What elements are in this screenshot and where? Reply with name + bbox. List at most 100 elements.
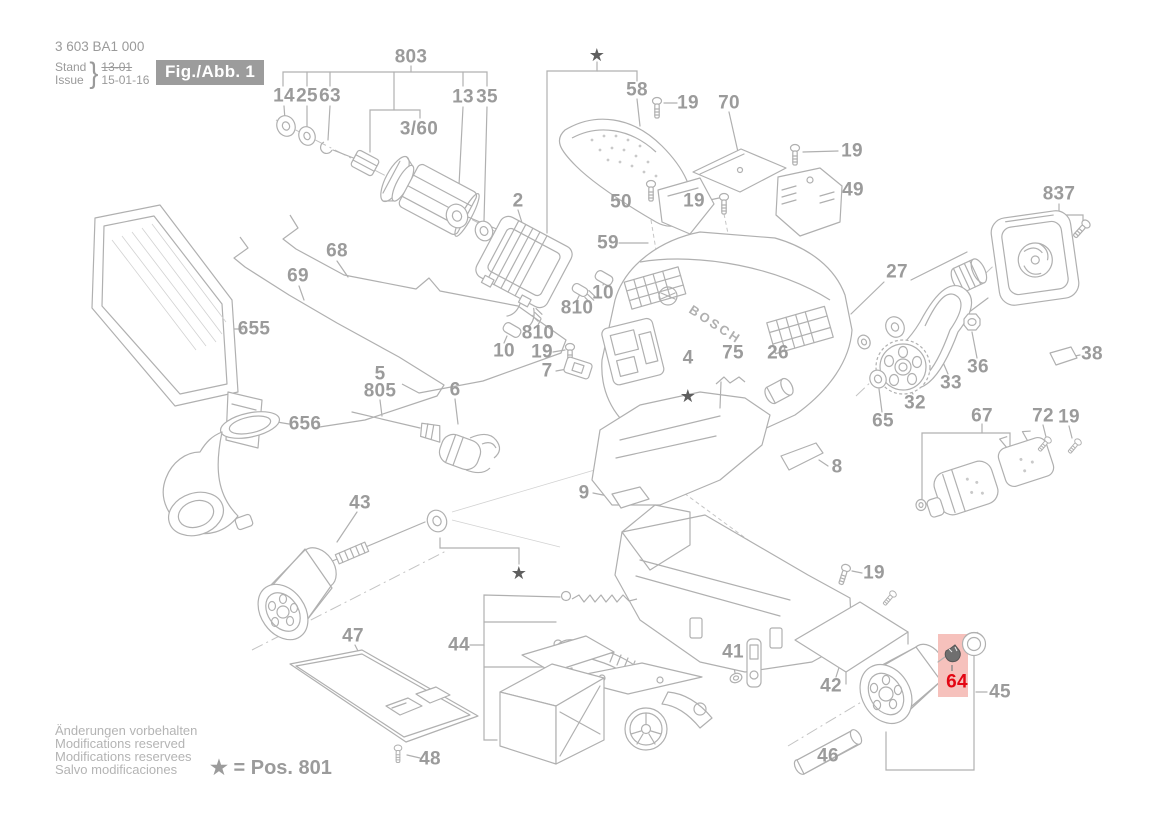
part-label-19: 19 bbox=[531, 341, 553, 363]
front-roller-drawing bbox=[257, 509, 448, 641]
switch-drawing bbox=[601, 317, 665, 386]
part-label-25: 25 bbox=[296, 85, 318, 107]
part-label-5: 5 bbox=[374, 363, 386, 385]
star-marker: ★ bbox=[510, 563, 528, 583]
knurled-pinion-drawing bbox=[950, 258, 988, 293]
wire-form-drawings bbox=[233, 214, 567, 429]
power-cord-drawing bbox=[351, 411, 501, 474]
part-label-36: 36 bbox=[967, 356, 989, 378]
part-label-10: 10 bbox=[493, 340, 515, 362]
part-label-70: 70 bbox=[718, 92, 740, 114]
handle-drawing bbox=[558, 96, 843, 237]
brace-glyph: } bbox=[89, 56, 99, 90]
part-label-69: 69 bbox=[287, 265, 309, 287]
rear-roller-drawing bbox=[793, 643, 946, 775]
part-label-49: 49 bbox=[842, 179, 864, 201]
part-label-19: 19 bbox=[841, 140, 863, 162]
armature-assembly-drawing bbox=[273, 112, 516, 242]
wire-clip-drawing bbox=[715, 376, 746, 409]
lock-washer-drawing bbox=[944, 644, 961, 663]
sanding-sheet-drawing bbox=[289, 649, 479, 763]
part-label-7: 7 bbox=[541, 360, 553, 382]
issue-value: 15-01-16 bbox=[101, 72, 150, 87]
part-label-2: 2 bbox=[512, 190, 524, 212]
part-label-35: 35 bbox=[476, 86, 498, 108]
stand-label: Stand bbox=[55, 59, 87, 74]
tensioner-parts-drawings bbox=[499, 590, 703, 765]
part-label-19: 19 bbox=[863, 562, 885, 584]
bosch-logo-emblem bbox=[658, 286, 678, 306]
notice-line-es: Salvo modificaciones bbox=[55, 762, 178, 777]
star-marker: ★ bbox=[679, 386, 697, 406]
rear-housing-drawing bbox=[990, 210, 1080, 306]
part-label-3-60: 3/60 bbox=[399, 118, 439, 140]
callout-leader-lines bbox=[229, 61, 1084, 771]
base-frame-drawing bbox=[614, 504, 909, 751]
part-label-803: 803 bbox=[394, 46, 428, 68]
part-label-32: 32 bbox=[904, 392, 926, 414]
highlight-part-64 bbox=[937, 631, 987, 697]
star-position-note: ★ = Pos. 801 bbox=[210, 757, 332, 779]
part-label-810: 810 bbox=[560, 297, 594, 319]
part-label-655: 655 bbox=[237, 318, 271, 340]
spacer-chip-drawing bbox=[1049, 346, 1078, 366]
stand-value: 13-01 bbox=[101, 59, 133, 74]
part-label-837: 837 bbox=[1042, 183, 1076, 205]
notice-line-de: Änderungen vorbehalten bbox=[55, 723, 198, 738]
part-label-8: 8 bbox=[831, 456, 843, 478]
part-label-68: 68 bbox=[326, 240, 348, 262]
part-label-67: 67 bbox=[971, 405, 993, 427]
part-label-65: 65 bbox=[872, 410, 894, 432]
part-label-656: 656 bbox=[288, 413, 322, 435]
part-label-6: 6 bbox=[449, 379, 461, 401]
bearing-ring-drawing bbox=[961, 631, 987, 657]
part-label-48: 48 bbox=[419, 748, 441, 770]
stator-drawing bbox=[475, 215, 573, 328]
brush-holder-drawing bbox=[563, 356, 593, 380]
part-label-19: 19 bbox=[1058, 406, 1080, 428]
rights-notice: Änderungen vorbehalten Modifications res… bbox=[55, 724, 197, 776]
part-label-46: 46 bbox=[817, 745, 839, 767]
issue-label: Issue bbox=[55, 72, 84, 87]
part-label-805: 805 bbox=[363, 380, 397, 402]
part-label-13: 13 bbox=[452, 86, 474, 108]
part-label-38: 38 bbox=[1081, 343, 1103, 365]
part-label-10: 10 bbox=[592, 282, 614, 304]
gear-train-drawing bbox=[857, 258, 989, 395]
part-label-58: 58 bbox=[626, 79, 648, 101]
sanding-frame-drawing bbox=[91, 204, 263, 449]
part-label-26: 26 bbox=[767, 342, 789, 364]
part-label-4: 4 bbox=[682, 347, 694, 369]
part-label-41: 41 bbox=[722, 641, 744, 663]
part-label-44: 44 bbox=[448, 634, 470, 656]
part-label-33: 33 bbox=[940, 372, 962, 394]
small-roller-drawing bbox=[764, 377, 794, 405]
part-label-43: 43 bbox=[349, 492, 371, 514]
part-label-45: 45 bbox=[989, 681, 1011, 703]
terminal-lug-drawings bbox=[502, 270, 614, 380]
elbow-adapter-drawing bbox=[162, 411, 281, 537]
figure-badge: Fig./Abb. 1 bbox=[156, 60, 265, 85]
part-label-19: 19 bbox=[677, 92, 699, 114]
part-label-42: 42 bbox=[820, 675, 842, 697]
part-label-50: 50 bbox=[610, 191, 632, 213]
fan-drawing bbox=[380, 155, 415, 203]
type-number: 3 603 BA1 000 bbox=[55, 39, 145, 54]
star-marker: ★ bbox=[588, 45, 606, 65]
part-label-810: 810 bbox=[521, 322, 555, 344]
part-label-72: 72 bbox=[1032, 405, 1054, 427]
wedge-strip-drawings bbox=[611, 442, 824, 509]
part-label-19: 19 bbox=[683, 190, 705, 212]
part-label-75: 75 bbox=[722, 342, 744, 364]
notice-line-fr: Modifications reservees bbox=[55, 749, 192, 764]
part-label-47: 47 bbox=[342, 625, 364, 647]
notice-line-en: Modifications reserved bbox=[55, 736, 186, 751]
part-label-27: 27 bbox=[886, 261, 908, 283]
part-label-63: 63 bbox=[319, 85, 341, 107]
part-label-9: 9 bbox=[578, 482, 590, 504]
title-block: 3 603 BA1 000 Stand Issue } 13-01 15-01-… bbox=[55, 39, 150, 90]
latch-drawing bbox=[729, 562, 899, 688]
part-label-64: 64 bbox=[946, 671, 968, 693]
